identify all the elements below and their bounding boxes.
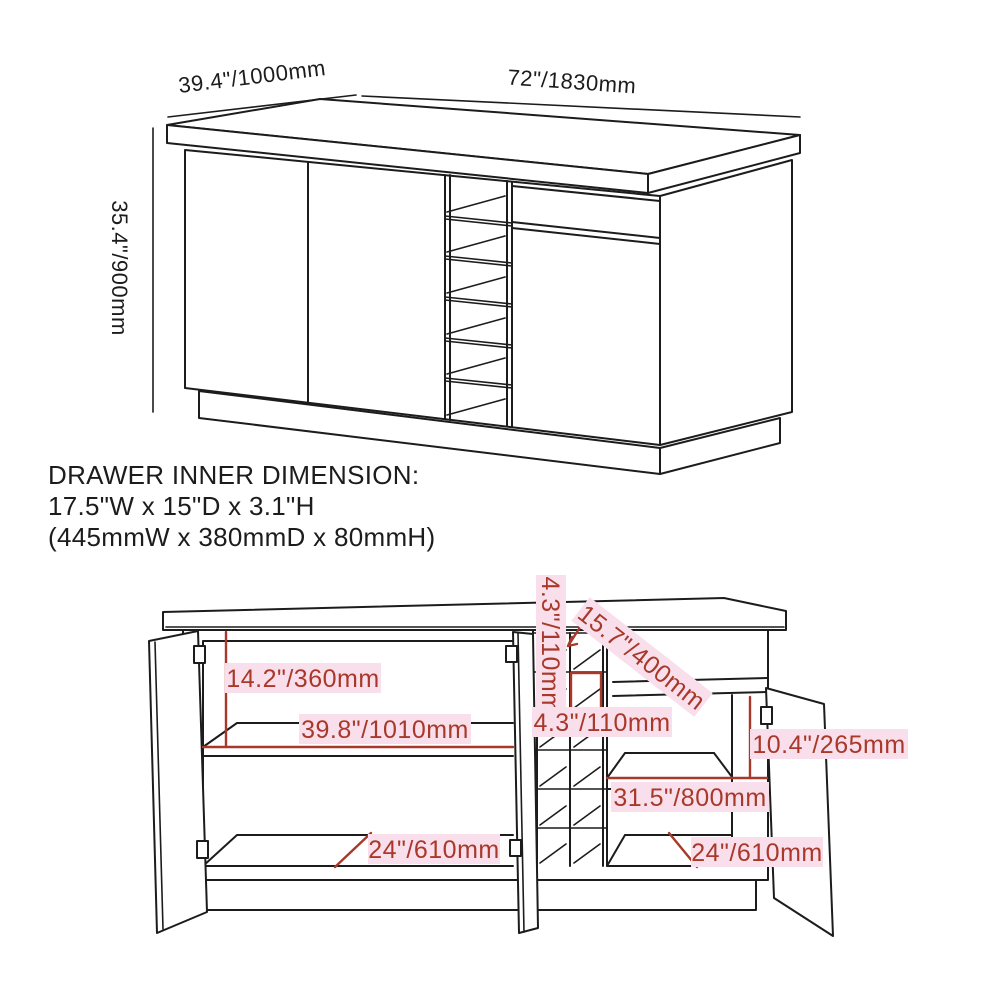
label-wine-cubby-side: 4.3"/110mm bbox=[536, 576, 564, 713]
front-countertop bbox=[162, 597, 787, 631]
plinth-side bbox=[659, 417, 781, 475]
right-open-door bbox=[760, 687, 834, 937]
middle-door-hinge-bottom bbox=[509, 839, 522, 857]
note-line-3: (445mmW x 380mmD x 80mmH) bbox=[48, 522, 435, 552]
drawer-note: DRAWER INNER DIMENSION: 17.5"W x 15"D x … bbox=[48, 460, 435, 552]
width-dimension-line bbox=[361, 95, 801, 118]
wine-rack-iso bbox=[444, 174, 513, 428]
label-depth: 39.4"/1000mm bbox=[177, 55, 327, 98]
right-door-hinge-top bbox=[760, 706, 773, 725]
label-right-opening-height: 10.4"/265mm bbox=[752, 731, 905, 759]
front-elevation-view: 14.2"/360mm 39.8"/1010mm 4.3"/110mm 15.7… bbox=[148, 575, 908, 937]
isometric-view: 39.4"/1000mm 72"/1830mm 35.4"/900mm bbox=[107, 55, 801, 475]
note-line-1: DRAWER INNER DIMENSION: bbox=[48, 460, 419, 490]
left-door-hinge-bottom bbox=[196, 840, 209, 859]
label-wine-cubby-bottom: 4.3"/110mm bbox=[533, 709, 670, 737]
right-shelf bbox=[606, 752, 768, 790]
red-dimension-lines bbox=[201, 619, 769, 869]
drawer-section-iso bbox=[511, 185, 661, 245]
note-line-2: 17.5"W x 15"D x 3.1"H bbox=[48, 491, 315, 521]
left-door-hinge-top bbox=[193, 645, 206, 664]
label-left-opening-height: 14.2"/360mm bbox=[226, 665, 379, 693]
label-right-depth: 24"/610mm bbox=[691, 839, 823, 867]
red-dimension-labels: 14.2"/360mm 39.8"/1010mm 4.3"/110mm 15.7… bbox=[225, 575, 908, 867]
countertop bbox=[166, 98, 801, 194]
left-open-door bbox=[148, 630, 209, 934]
label-height: 35.4"/900mm bbox=[107, 200, 132, 336]
label-left-depth: 24"/610mm bbox=[368, 836, 500, 864]
label-right-opening-width: 31.5"/800mm bbox=[613, 784, 766, 812]
cabinet-body bbox=[184, 149, 793, 475]
middle-door-hinge-top bbox=[505, 645, 518, 663]
label-left-opening-width: 39.8"/1010mm bbox=[301, 716, 469, 744]
front-plinth bbox=[195, 879, 757, 911]
label-width: 72"/1830mm bbox=[507, 65, 637, 99]
dim-left-depth-leader bbox=[333, 831, 373, 869]
middle-open-door bbox=[505, 631, 539, 934]
